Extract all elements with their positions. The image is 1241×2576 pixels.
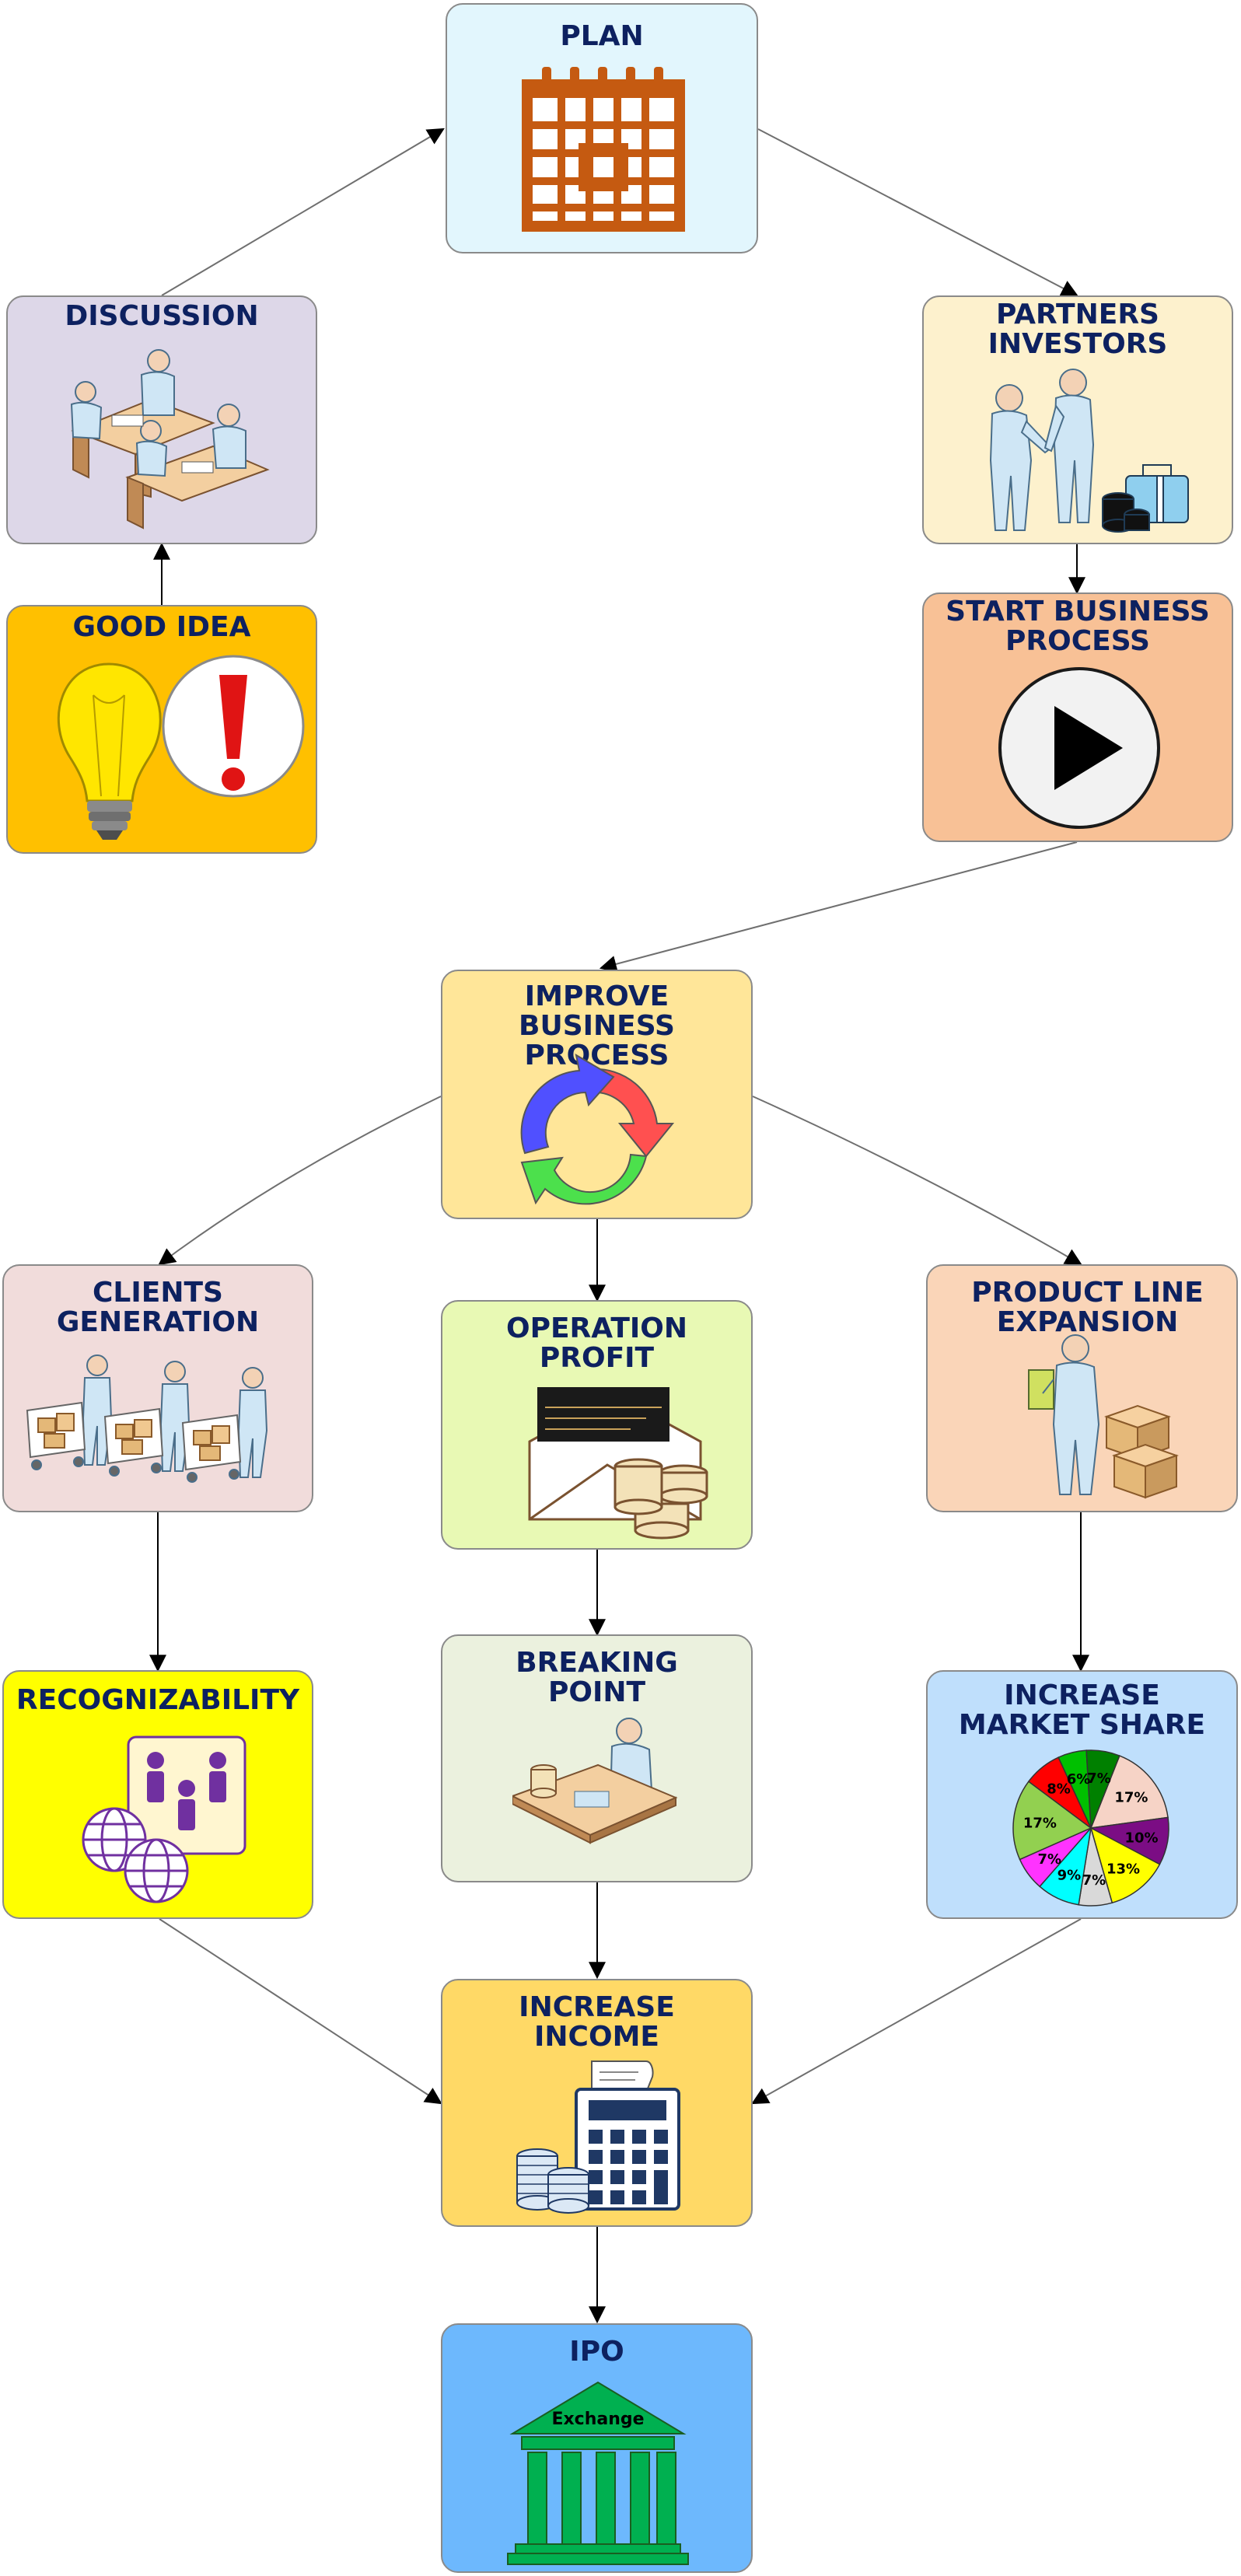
node-start-label: START BUSINESS PROCESS [946,596,1210,657]
calendar-icon [522,67,685,232]
node-good-idea: GOOD IDEA [6,605,317,854]
edge-improve-clients [158,1096,442,1266]
lightbulb-exclamation-icon [57,655,305,840]
edge-discussion-plan [161,128,445,296]
exchange-sign-label: Exchange [551,2410,644,2429]
edge-market-income [751,1918,1082,2105]
node-partners-investors: PARTNERS INVESTORS [922,295,1233,544]
people-globe-icon [82,1735,246,1903]
node-increase-income: INCREASE INCOME [441,1979,753,2227]
handshake-icon [989,369,1189,533]
node-start-business-process: START BUSINESS PROCESS [922,592,1233,842]
pie-slice [1089,1826,1161,1904]
envelope-coins-icon [528,1387,708,1540]
node-market-label: INCREASE MARKET SHARE [958,1679,1206,1741]
calculator-coins-icon [516,2060,680,2214]
node-clients-generation: CLIENTS GENERATION [2,1264,313,1512]
node-ipo: IPO Exchange [441,2323,753,2573]
node-breaking-point: BREAKING POINT [441,1634,753,1882]
play-icon [998,667,1160,829]
pie-slice-label: 17% [1023,1816,1057,1832]
pie-slice-label: 9% [1057,1868,1082,1884]
meeting-people-icon [70,349,270,530]
node-good-idea-label: GOOD IDEA [72,611,251,643]
node-ipo-label: IPO [569,2336,624,2368]
edge-start-improve [599,841,1078,973]
node-discussion: DISCUSSION [6,295,317,544]
pie-slice [1012,1781,1092,1861]
node-discussion-label: DISCUSSION [65,300,259,332]
node-partners-label: PARTNERS INVESTORS [988,299,1168,360]
shopping-carts-icon [26,1354,267,1483]
edge-improve-product [752,1096,1082,1266]
salesperson-boxes-icon [1028,1334,1180,1499]
pie-slice-label: 8% [1047,1781,1071,1798]
node-recognizability-label: RECOGNIZABILITY [16,1684,300,1716]
pie-slice-label: 6% [1067,1771,1091,1788]
pie-slice-label: 13% [1106,1861,1140,1877]
node-plan-label: PLAN [560,20,644,52]
node-recognizability: RECOGNIZABILITY [2,1670,313,1919]
pie-slice-label: 7% [1082,1872,1106,1889]
pie-slice-label: 10% [1124,1830,1158,1846]
edge-plan-partners [757,128,1078,297]
node-increase-market-share: INCREASE MARKET SHARE 17%10%13%7%9%7%17%… [926,1670,1238,1919]
stock-exchange-building-icon: Exchange [507,2381,689,2565]
node-product-line-expansion: PRODUCT LINE EXPANSION [926,1264,1238,1512]
cycle-arrows-icon [520,1054,675,1205]
accountant-desk-icon [512,1718,678,1844]
edge-recognize-income [159,1918,442,2105]
market-share-pie-chart: 17%10%13%7%9%7%17%8%6%7% [1012,1749,1169,1907]
node-income-label: INCREASE INCOME [519,1991,675,2053]
pie-slice-label: 7% [1087,1770,1111,1787]
pie-slice [1089,1755,1169,1829]
node-improve-label: IMPROVE BUSINESS PROCESS [519,980,675,1071]
node-operation-profit: OPERATION PROFIT [441,1300,753,1550]
node-improve-business-process: IMPROVE BUSINESS PROCESS [441,970,753,1219]
pie-slice-label: 17% [1114,1789,1148,1805]
pie-slice [1085,1749,1120,1829]
node-profit-label: OPERATION PROFIT [505,1312,688,1374]
node-clients-label: CLIENTS GENERATION [56,1277,260,1338]
node-plan: PLAN [446,3,758,253]
node-breaking-label: BREAKING POINT [516,1647,678,1708]
pie-slice-label: 7% [1038,1851,1062,1868]
node-product-label: PRODUCT LINE EXPANSION [971,1277,1204,1338]
